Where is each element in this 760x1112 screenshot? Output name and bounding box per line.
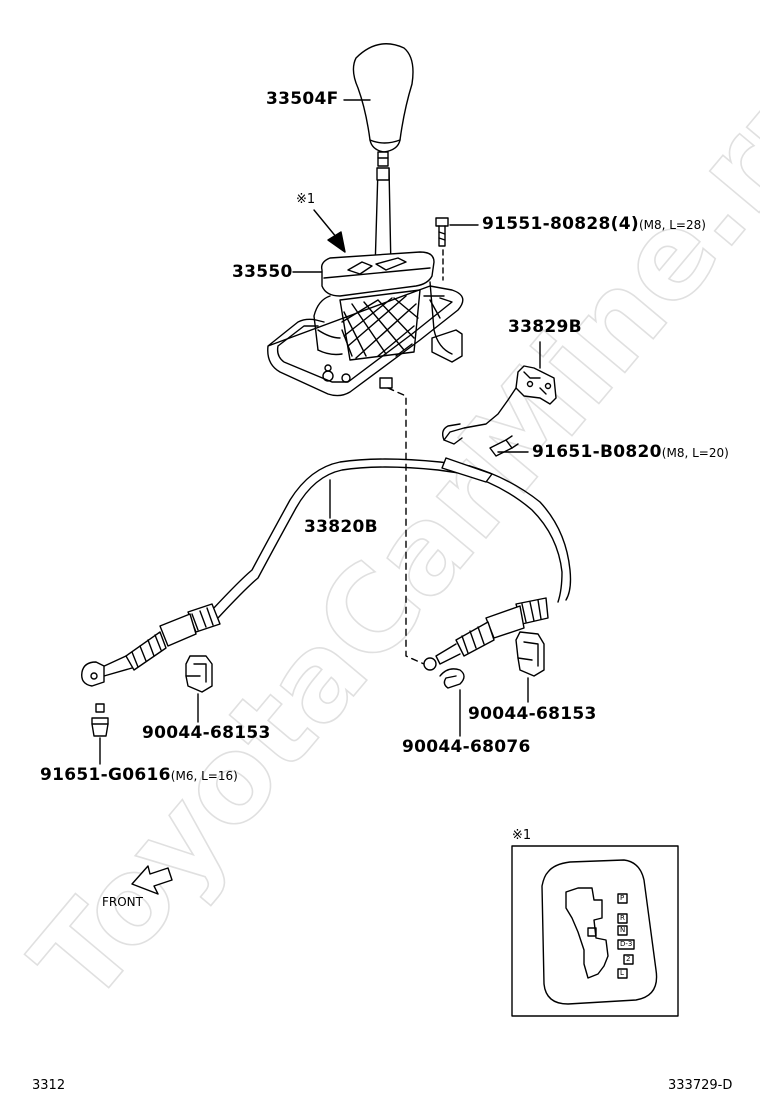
label-bolt-top-spec: (M8, L=28) — [638, 218, 706, 232]
label-bolt-left-spec: (M6, L=16) — [170, 769, 238, 783]
label-clip-pin: 90044-68076 — [402, 737, 531, 757]
gate-n: N — [620, 926, 626, 934]
label-bolt-left-number: 91651-G0616 — [40, 765, 171, 785]
label-cable: 33820B — [304, 517, 378, 537]
label-bolt-top-number: 91551-80828 — [482, 214, 611, 234]
label-bolt-top-qty: (4) — [610, 214, 639, 234]
label-bolt-left: 91651-G0616(M6, L=16) — [40, 767, 238, 784]
gate-r: R — [620, 914, 625, 922]
footer-page: 3312 — [32, 1078, 66, 1093]
label-bolt-bracket-number: 91651-B0820 — [532, 442, 662, 462]
clip-left — [185, 655, 213, 693]
lever-shaft — [374, 167, 392, 271]
bolt-left — [91, 703, 109, 737]
control-cable — [81, 457, 572, 687]
gate-d3: D-3 — [620, 940, 633, 948]
callout-mark: ※1 — [296, 192, 316, 207]
label-shift-lever: 33550 — [232, 262, 293, 282]
label-bolt-bracket: 91651-B0820(M8, L=20) — [532, 444, 729, 461]
dash-align — [387, 387, 425, 665]
label-bolt-top: 91551-80828(4)(M8, L=28) — [482, 216, 706, 233]
callout-arrow — [313, 209, 346, 253]
label-knob: 33504F — [266, 89, 339, 109]
gate-2: 2 — [626, 955, 631, 963]
label-bracket: 33829B — [508, 317, 582, 337]
front-label: FRONT — [102, 895, 143, 909]
shift-knob — [352, 43, 414, 167]
shift-lever-assembly — [267, 251, 464, 397]
clip-pin — [439, 668, 465, 689]
cable-bracket — [441, 365, 557, 445]
bolt-bracket — [489, 435, 519, 457]
footer-code: 333729-D — [668, 1078, 733, 1093]
front-arrow-icon — [131, 865, 173, 895]
label-clip-left: 90044-68153 — [142, 723, 271, 743]
bolt-top — [435, 217, 449, 247]
clip-right — [515, 631, 545, 677]
inset-mark: ※1 — [512, 828, 532, 843]
inset-box — [511, 845, 679, 1017]
gate-p: P — [620, 894, 625, 902]
gate-l: L — [620, 969, 624, 977]
label-bolt-bracket-spec: (M8, L=20) — [661, 446, 729, 460]
label-clip-right: 90044-68153 — [468, 704, 597, 724]
